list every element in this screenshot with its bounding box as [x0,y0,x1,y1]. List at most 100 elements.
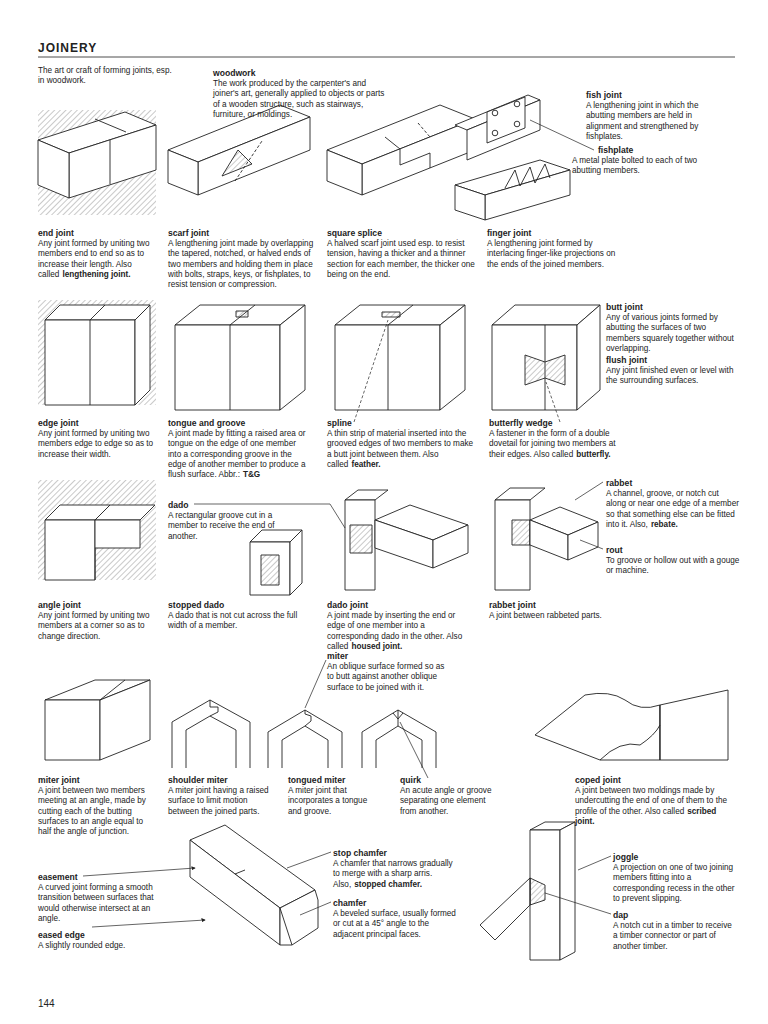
term-heading: butterfly wedge [489,418,553,428]
term-heading: joggle [613,852,638,862]
definition-text: The art or craft of forming joints, esp.… [38,66,172,85]
term-heading: dado [168,500,189,510]
definition-text: A beveled surface, usually formed or cut… [333,909,456,939]
definition-text: A projection on one of two joining membe… [613,863,735,903]
term-heading: tongued miter [288,775,345,785]
definition-block: A rectangular groove cut in a member to … [168,511,293,542]
term-heading: edge joint [38,418,79,428]
term-heading: flush joint [606,355,647,365]
term-heading: angle joint [38,600,81,610]
definition-text: An acute angle or groove separating one … [400,786,492,816]
term-heading: shoulder miter [168,775,228,785]
term-heading: finger joint [487,228,531,238]
term-heading: eased edge [38,930,85,940]
definition-text: A thin strip of material inserted into t… [327,429,473,469]
term-heading: fishplate [598,145,633,155]
definition-text: A metal plate bolted to each of two abut… [572,156,697,175]
term-heading: stopped dado [168,600,224,610]
definition-text: To groove or hollow out with a gouge or … [606,556,739,575]
term-heading: square splice [327,228,382,238]
term-heading: tongue and groove [168,418,245,428]
definition-text: Any joint finished even or level with th… [606,366,733,385]
term-heading: miter [327,651,348,661]
cross-reference-term: lengthening joint. [62,270,130,279]
definition-block: A lengthening joint made by overlapping … [168,239,318,290]
definition-block: A miter joint that incorporates a tongue… [288,786,383,817]
definition-text: A notch cut in a timber to receive a tim… [613,921,732,951]
term-heading: chamfer [333,898,366,908]
definition-block: A fastener in the form of a double dovet… [489,429,627,460]
definition-text: A rectangular groove cut in a member to … [168,511,275,541]
term-heading: butt joint [606,302,643,312]
cross-reference-term: butterfly. [576,450,610,459]
definition-block: Any of various joints formed by abutting… [606,313,741,354]
definition-text: A miter joint that incorporates a tongue… [288,786,367,816]
definition-block: The art or craft of forming joints, esp.… [38,66,178,87]
definition-text: Any of various joints formed by abutting… [606,313,734,353]
term-heading: rabbet [606,478,632,488]
definition-block: A joint between two moldings made by und… [575,786,730,827]
definition-text: A lengthening joint in which the abuttin… [586,101,698,141]
definition-block: To groove or hollow out with a gouge or … [606,556,741,577]
term-heading: miter joint [38,775,80,785]
definition-block: A notch cut in a timber to receive a tim… [613,921,738,952]
definition-block: The work produced by the carpenter's and… [213,79,388,120]
definition-block: A lengthening joint formed by interlacin… [487,239,627,270]
term-heading: rout [606,545,623,555]
cross-reference-term: stopped chamfer. [354,880,422,889]
definition-block: Any joint formed by uniting two members … [38,239,158,280]
term-heading: coped joint [575,775,621,785]
definition-block: Any joint finished even or level with th… [606,366,741,387]
definition-block: A slightly rounded edge. [38,941,163,951]
term-heading: woodwork [213,68,256,78]
definition-text: The work produced by the carpenter's and… [213,79,384,119]
definition-block: A beveled surface, usually formed or cut… [333,909,458,940]
definition-block: A channel, groove, or notch cut along or… [606,489,741,530]
definition-text: A curved joint forming a smooth transiti… [38,883,154,923]
definition-block: A dado that is not cut across the full w… [168,611,298,632]
definition-text: A joint between rabbeted parts. [489,611,602,620]
definition-text: A lengthening joint made by overlapping … [168,239,313,289]
definition-block: Any joint formed by uniting two members … [38,611,158,642]
definition-block: A joint between two members meeting at a… [38,786,153,837]
definition-block: A projection on one of two joining membe… [613,863,738,904]
definition-text: A slightly rounded edge. [38,941,125,950]
term-heading: quirk [400,775,421,785]
definition-block: An acute angle or groove separating one … [400,786,500,817]
term-heading: easement [38,872,78,882]
term-heading: dado joint [327,600,368,610]
definition-block: Any joint formed by uniting two members … [38,429,158,460]
cross-reference-term: feather. [351,460,380,469]
page-number: 144 [38,998,55,1009]
definition-block: A curved joint forming a smooth transiti… [38,883,173,924]
definition-text: A joint between two members meeting at a… [38,786,146,836]
cross-reference-term: rebate. [651,520,678,529]
definition-text: Any joint formed by uniting two members … [38,611,150,641]
definition-block: A joint made by inserting the end or edg… [327,611,472,652]
cross-reference-term: T&G [243,470,260,479]
definition-block: A lengthening joint in which the abuttin… [586,101,721,142]
definition-block: A joint made by fitting a raised area or… [168,429,308,480]
term-heading: spline [327,418,352,428]
definition-text: An oblique surface formed so as to butt … [327,662,444,692]
term-heading: fish joint [586,90,622,100]
definition-block: A joint between rabbeted parts. [489,611,614,621]
definition-text: A dado that is not cut across the full w… [168,611,297,630]
definition-block: A thin strip of material inserted into t… [327,429,475,470]
term-heading: scarf joint [168,228,209,238]
definition-block: A metal plate bolted to each of two abut… [572,156,722,177]
term-heading: stop chamfer [333,848,387,858]
cross-reference-term: housed joint. [351,642,402,651]
definition-block: A halved scarf joint used esp. to resist… [327,239,475,280]
term-heading: end joint [38,228,74,238]
page-title: JOINERY [38,41,97,55]
definition-text: A halved scarf joint used esp. to resist… [327,239,475,279]
definition-text: A miter joint having a raised surface to… [168,786,269,816]
term-heading: rabbet joint [489,600,536,610]
definition-block: A miter joint having a raised surface to… [168,786,273,817]
term-heading: dap [613,910,628,920]
definition-text: Any joint formed by uniting two members … [38,429,153,459]
definition-text: A joint made by fitting a raised area or… [168,429,305,479]
definition-block: A chamfer that narrows gradually to merg… [333,859,461,890]
